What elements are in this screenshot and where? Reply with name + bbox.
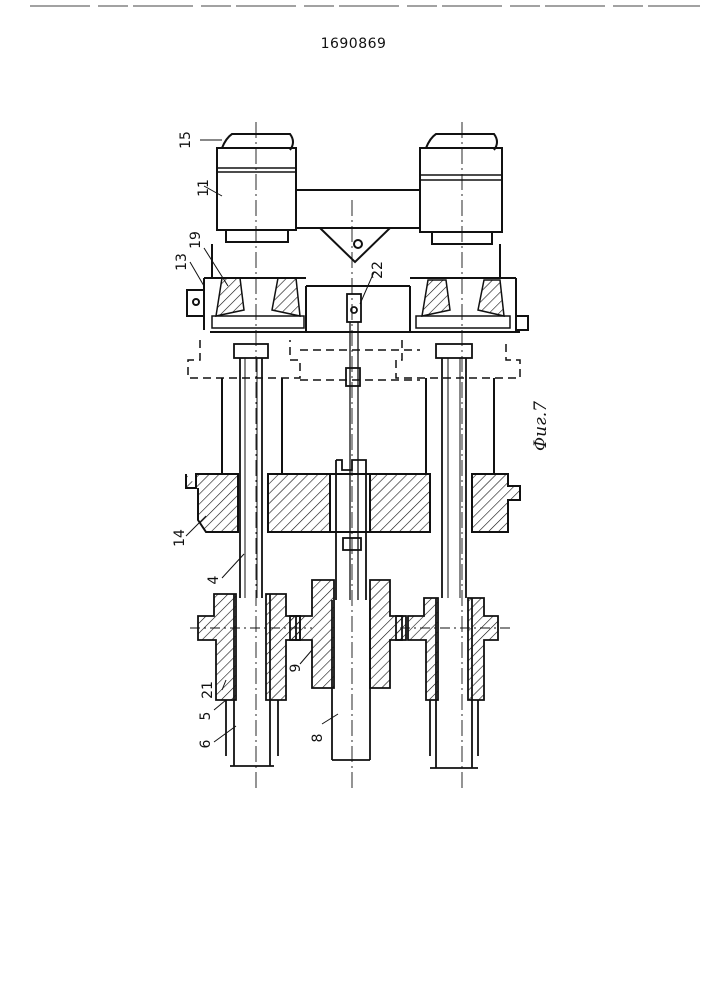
figure-caption: Фиг.7 — [531, 401, 551, 451]
label-8: 8 — [310, 734, 326, 743]
plate-14 — [186, 474, 520, 532]
central-rod-8 — [332, 460, 370, 760]
gear-9 — [290, 580, 406, 688]
bushing-right — [416, 280, 510, 328]
dashed-outline — [188, 340, 520, 380]
label-21: 21 — [200, 681, 216, 699]
bushing-19-left — [212, 278, 304, 328]
label-19: 19 — [188, 231, 204, 249]
label-4: 4 — [206, 575, 222, 584]
label-11: 11 — [196, 179, 212, 197]
cross-beam — [296, 190, 420, 262]
gear-block-right — [400, 598, 512, 768]
motor-unit-left — [217, 134, 296, 242]
motor-unit-right — [420, 134, 502, 244]
label-13: 13 — [174, 253, 190, 271]
label-6: 6 — [198, 739, 214, 748]
label-15: 15 — [178, 131, 194, 149]
label-9: 9 — [288, 664, 304, 673]
label-14: 14 — [172, 529, 188, 547]
label-5: 5 — [198, 712, 214, 721]
rod-right — [436, 344, 472, 598]
label-22: 22 — [370, 261, 386, 279]
